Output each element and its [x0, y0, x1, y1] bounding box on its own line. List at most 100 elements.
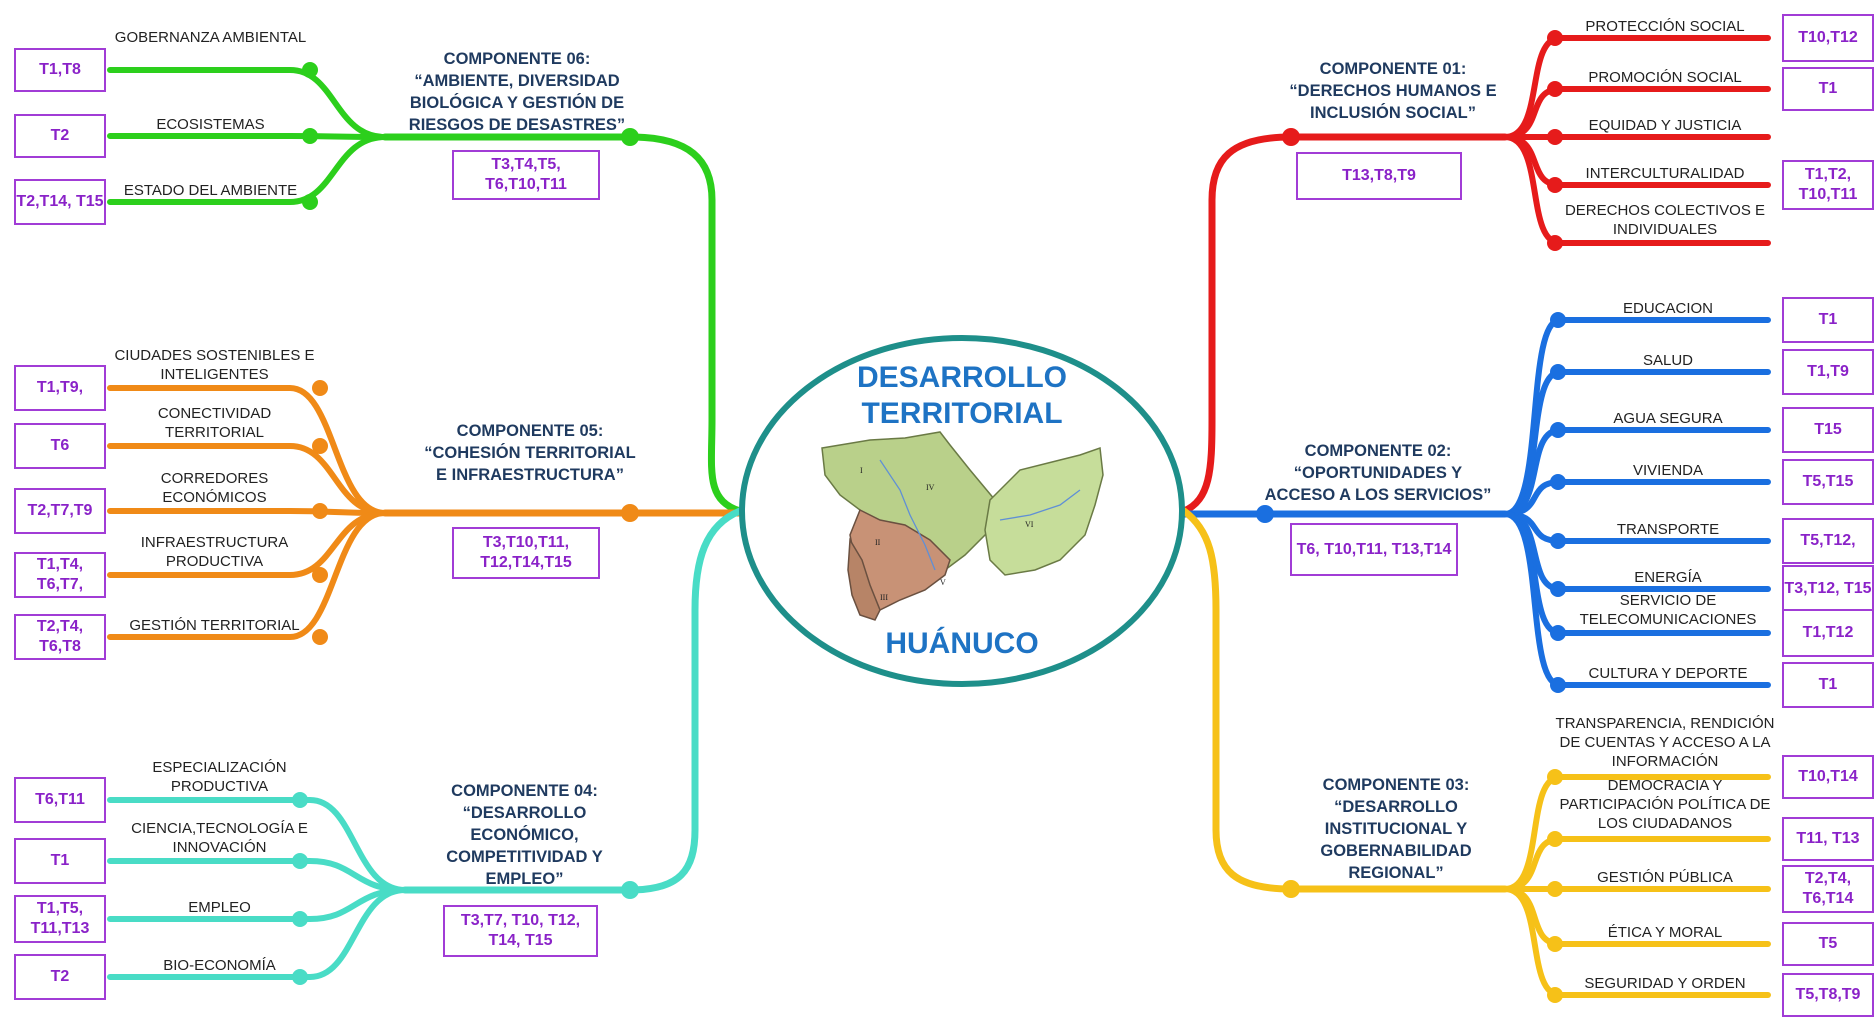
theme-tag-box: T1,T9	[1782, 349, 1874, 395]
branch-item-label: EQUIDAD Y JUSTICIA	[1588, 117, 1742, 134]
center-title-line1: DESARROLLO	[857, 361, 1067, 394]
branch-item-label: CIENCIA,TECNOLOGÍA E INNOVACIÓN	[131, 820, 308, 856]
branch-node	[1547, 235, 1563, 251]
component-theme-tags: T6, T10,T11, T13,T14	[1290, 523, 1458, 576]
theme-tag-box: T6,T11	[14, 777, 106, 823]
branch-node	[621, 504, 639, 522]
component-number: COMPONENTE 01:	[1319, 60, 1467, 78]
branch-item-label: ECOSISTEMAS	[156, 116, 265, 133]
component-name: “AMBIENTE, DIVERSIDAD BIOLÓGICA Y GESTIÓ…	[408, 72, 626, 134]
branch-item-label: VIVIENDA	[1632, 462, 1704, 479]
theme-tag-box: T5,T8,T9	[1782, 973, 1874, 1017]
theme-tag-box: T1,T5, T11,T13	[14, 895, 106, 943]
theme-tag-box: T15	[1782, 407, 1874, 453]
theme-tag-box: T1,T8	[14, 48, 106, 92]
branch-line	[107, 887, 408, 980]
branch-line	[107, 67, 388, 140]
branch-line	[107, 508, 388, 516]
theme-tag-box: T1,T4, T6,T7,	[14, 552, 106, 598]
component-05-title: COMPONENTE 05: “COHESIÓN TERRITORIAL E IN…	[420, 420, 640, 486]
theme-tag-box: T2,T4, T6,T14	[1782, 865, 1874, 913]
map-region-label-3: III	[880, 593, 888, 602]
branch-node	[1550, 625, 1566, 641]
branch-item-label: GESTIÓN TERRITORIAL	[129, 617, 300, 634]
component-name: “DESARROLLO ECONÓMICO, COMPETITIVIDAD Y …	[446, 804, 603, 888]
branch-line	[107, 133, 388, 140]
branch-item-label: PROTECCIÓN SOCIAL	[1585, 18, 1745, 35]
branch-node	[1282, 128, 1300, 146]
branch-node	[292, 969, 308, 985]
component-number: COMPONENTE 05:	[456, 422, 604, 440]
branch-node	[302, 194, 318, 210]
branch-node	[1550, 474, 1566, 490]
theme-tag-box: T1,T9,	[14, 365, 106, 411]
branch-node	[1547, 129, 1563, 145]
branch-line	[1502, 479, 1771, 517]
component-name: “DERECHOS HUMANOS E INCLUSIÓN SOCIAL”	[1289, 82, 1497, 122]
branch-item-label: PROMOCIÓN SOCIAL	[1588, 69, 1742, 86]
branch-item-label: SERVICIO DE TELECOMUNICACIONES	[1579, 592, 1757, 628]
branch-node	[1547, 881, 1563, 897]
map-region-label-6: VI	[1025, 520, 1034, 529]
branch-node	[621, 881, 639, 899]
branch-item-label: TRANSPORTE	[1616, 521, 1720, 538]
branch-node	[1547, 831, 1563, 847]
branch-item-label: INFRAESTRUCTURA PRODUCTIVA	[140, 534, 289, 570]
branch-node	[1256, 505, 1274, 523]
component-theme-tags: T3,T4,T5, T6,T10,T11	[452, 150, 600, 200]
branch-node	[1547, 769, 1563, 785]
theme-tag-box: T3,T12, T15	[1782, 565, 1874, 613]
branch-node	[1550, 677, 1566, 693]
theme-tag-box: T1,T12	[1782, 609, 1874, 657]
branch-line	[107, 510, 388, 640]
branch-line	[626, 507, 744, 894]
branch-node	[1550, 364, 1566, 380]
branch-item-label: AGUA SEGURA	[1613, 410, 1723, 427]
huanuco-map-graphic: I II III IV V VI	[821, 431, 1104, 621]
branch-item-label: BIO-ECONOMÍA	[163, 957, 276, 974]
branch-item-label: CORREDORES ECONÓMICOS	[160, 470, 269, 506]
branch-item-label: ESPECIALIZACIÓN PRODUCTIVA	[152, 759, 287, 795]
component-number: COMPONENTE 03:	[1322, 776, 1470, 794]
map-region-label-4: IV	[926, 483, 935, 492]
branch-node	[1550, 312, 1566, 328]
center-title: DESARROLLO TERRITORIAL	[812, 360, 1112, 432]
branch-node	[312, 567, 328, 583]
branch-node	[1550, 533, 1566, 549]
theme-tag-box: T2,T14, T15	[14, 179, 106, 225]
branch-item-label: EDUCACION	[1622, 300, 1713, 317]
branch-node	[312, 503, 328, 519]
branch-node	[621, 128, 639, 146]
theme-tag-box: T5,T12,	[1782, 518, 1874, 564]
component-theme-tags: T3,T7, T10, T12, T14, T15	[443, 905, 598, 957]
branch-line	[626, 133, 744, 515]
map-region-label-5: V	[940, 578, 946, 587]
branch-line	[107, 443, 388, 516]
map-region-label-2: II	[875, 538, 881, 547]
theme-tag-box: T2	[14, 954, 106, 1000]
component-number: COMPONENTE 06:	[443, 50, 591, 68]
branch-node	[1547, 936, 1563, 952]
branch-line	[107, 134, 388, 205]
map-province-shape-east	[984, 446, 1104, 576]
map-province-shape-southwest	[847, 537, 881, 621]
component-number: COMPONENTE 02:	[1304, 442, 1452, 460]
branch-item-label: GESTIÓN PÚBLICA	[1597, 869, 1733, 886]
branch-item-label: GOBERNANZA AMBIENTAL	[114, 29, 307, 46]
theme-tag-box: T2,T4, T6,T8	[14, 614, 106, 660]
branch-node	[1282, 880, 1300, 898]
branch-item-label: CULTURA Y DEPORTE	[1588, 665, 1748, 682]
branch-node	[312, 629, 328, 645]
component-01-title: COMPONENTE 01: “DERECHOS HUMANOS E INCLUS…	[1288, 58, 1498, 124]
branch-item-label: INTERCULTURALIDAD	[1585, 165, 1745, 182]
theme-tag-box: T1	[1782, 662, 1874, 708]
component-name: “OPORTUNIDADES Y ACCESO A LOS SERVICIOS”	[1264, 464, 1492, 504]
theme-tag-box: T1	[1782, 297, 1874, 343]
theme-tag-box: T1	[14, 838, 106, 884]
theme-tag-box: T11, T13	[1782, 817, 1874, 861]
component-name: “COHESIÓN TERRITORIAL E INFRAESTRUCTURA”	[424, 444, 636, 484]
branch-line	[1180, 507, 1295, 893]
branch-item-label: ESTADO DEL AMBIENTE	[123, 182, 298, 199]
theme-tag-box: T2,T7,T9	[14, 488, 106, 534]
component-04-title: COMPONENTE 04:“DESARROLLO ECONÓMICO, COM…	[432, 780, 617, 890]
